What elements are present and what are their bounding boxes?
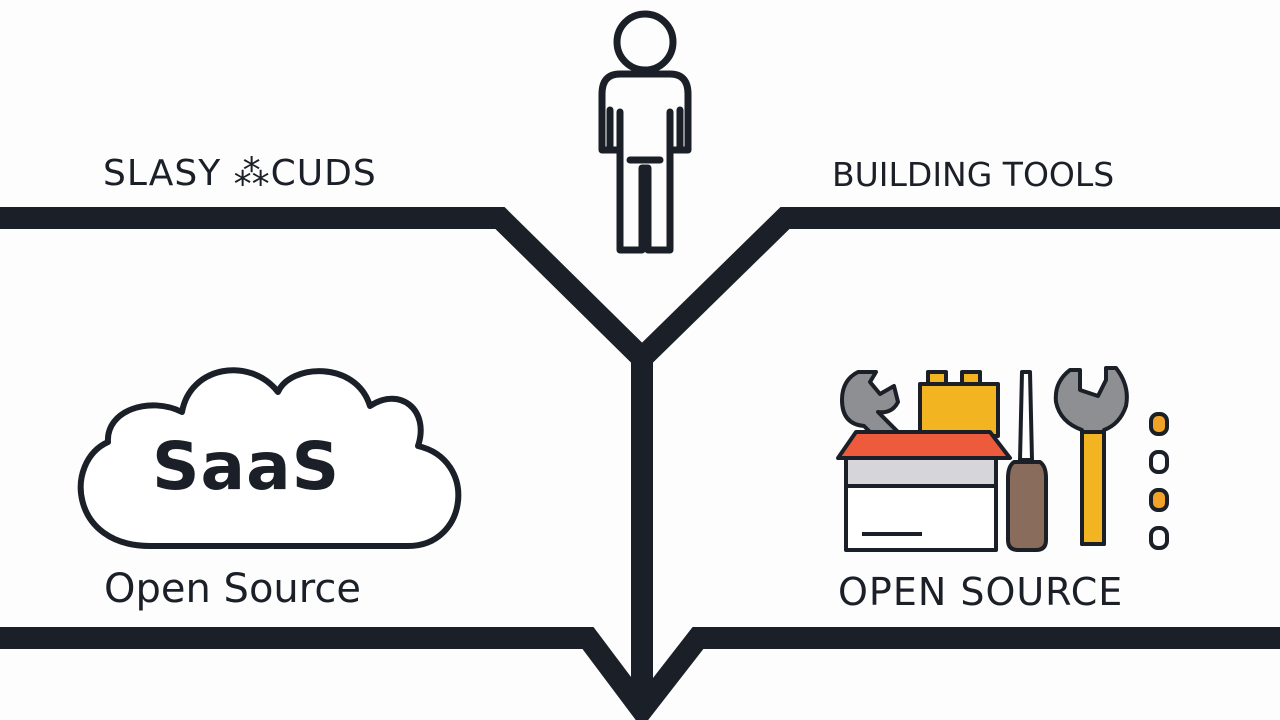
toolbox-icon	[836, 370, 1012, 552]
right-branch-caption: OPEN SOURCE	[838, 570, 1124, 614]
screwdriver-icon	[1006, 370, 1048, 552]
wrench-icon	[1053, 366, 1129, 546]
cloud-label: SaaS	[152, 428, 341, 505]
person-icon	[598, 10, 692, 254]
cloud-icon	[77, 367, 462, 549]
lower-v-path	[0, 627, 1280, 720]
left-branch-title: SLASY ⁂CUDS	[103, 153, 377, 194]
left-branch-caption: Open Source	[104, 566, 361, 612]
branch-lines	[0, 207, 1280, 720]
bolts-icon	[1149, 412, 1169, 550]
right-branch-title: BUILDING TOOLS	[832, 155, 1115, 194]
